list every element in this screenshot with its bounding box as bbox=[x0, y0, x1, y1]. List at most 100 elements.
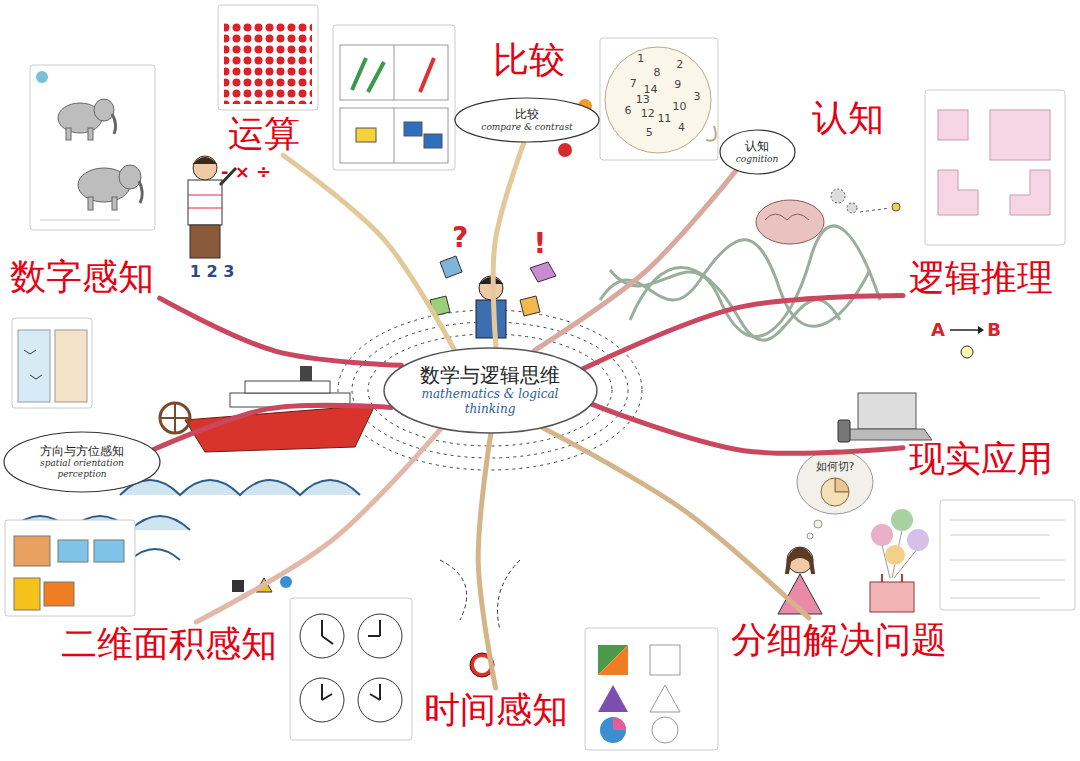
worksheet-card-part bbox=[112, 114, 116, 134]
worksheet-card-part bbox=[14, 578, 40, 610]
branch-connector bbox=[196, 429, 441, 622]
worksheet-card-part bbox=[394, 45, 395, 100]
girl-drawing-part bbox=[821, 478, 849, 506]
worksheet-card-part bbox=[650, 685, 680, 712]
branch-connector bbox=[534, 171, 735, 350]
worksheet-card-part bbox=[322, 620, 380, 700]
snail-number: 14 bbox=[644, 84, 658, 96]
worksheet-card-part bbox=[333, 25, 455, 170]
worksheet-card-part bbox=[218, 5, 318, 110]
brain-drawing bbox=[756, 189, 900, 244]
worksheet-card-part bbox=[88, 128, 93, 140]
brain-drawing-part bbox=[831, 189, 845, 203]
worksheet-card bbox=[5, 520, 135, 616]
worksheet-card-part bbox=[1010, 170, 1050, 215]
branch-connector bbox=[154, 405, 391, 449]
worksheet-card-part bbox=[404, 122, 422, 136]
worksheet-card-part bbox=[925, 90, 1065, 245]
laptop-drawing-part bbox=[838, 420, 850, 442]
girl-drawing-part bbox=[785, 547, 815, 574]
worksheet-card-part bbox=[224, 22, 312, 104]
balloons-cake-part bbox=[870, 582, 914, 612]
balloons-cake-part bbox=[891, 509, 913, 531]
apple-fruit bbox=[558, 143, 572, 157]
balloons-cake-part bbox=[885, 545, 905, 565]
branch-label: 数字感知 bbox=[4, 255, 160, 298]
node-title: 分细解决问题 bbox=[731, 618, 947, 661]
worksheet-card-part bbox=[139, 181, 142, 203]
node-title: 数字感知 bbox=[10, 255, 154, 298]
worksheet-card-part bbox=[94, 99, 114, 121]
branch-bubble: 方向与方位感知spatial orientation perception bbox=[3, 431, 161, 493]
girl-drawing-part bbox=[814, 520, 822, 528]
worksheet-card-part-part bbox=[322, 636, 333, 644]
worksheet-card-part bbox=[585, 628, 718, 750]
worksheet-card-part bbox=[938, 110, 968, 140]
ship-drawing-part bbox=[160, 403, 190, 433]
branch-label: 运算 bbox=[222, 112, 306, 155]
girl-drawing-part bbox=[835, 478, 849, 492]
worksheet-card-part bbox=[613, 717, 626, 730]
laptop-drawing bbox=[838, 393, 932, 442]
a-to-b-arrow-part bbox=[950, 329, 978, 331]
branch-connector bbox=[283, 155, 454, 349]
worksheet-card-part-part bbox=[300, 678, 344, 722]
worksheet-card-part bbox=[352, 58, 366, 90]
worksheet-card-part bbox=[12, 318, 92, 408]
branch-label: 时间感知 bbox=[418, 688, 574, 731]
worksheet-card-part-part bbox=[358, 614, 402, 658]
worksheet-card-part-part bbox=[950, 535, 1050, 536]
ellipse-outline bbox=[384, 348, 597, 433]
node-title: 逻辑推理 bbox=[909, 256, 1053, 299]
boy-figure-part bbox=[190, 225, 220, 258]
worksheet-card-part bbox=[30, 65, 155, 230]
boy-figure-part bbox=[193, 156, 217, 180]
snail-number: 13 bbox=[636, 94, 650, 106]
girl-drawing bbox=[778, 450, 873, 614]
ellipse-outline bbox=[455, 98, 599, 142]
worksheet-card bbox=[30, 65, 155, 230]
worksheet-card-part bbox=[66, 128, 71, 140]
exclamation-mark: ! bbox=[534, 229, 547, 260]
worksheet-card bbox=[925, 90, 1065, 245]
worksheet-card-part bbox=[598, 645, 628, 675]
branch-bubble: 认知cognition bbox=[719, 129, 796, 175]
brain-drawing-part bbox=[860, 208, 890, 212]
worksheet-card-part bbox=[94, 540, 124, 562]
snail-number: 11 bbox=[657, 113, 671, 125]
boy-figure-part bbox=[193, 157, 217, 164]
worksheet-card-part bbox=[368, 62, 384, 92]
worksheet-card-part bbox=[650, 645, 680, 675]
girl-drawing-part bbox=[807, 533, 813, 539]
question-mark: ? bbox=[452, 223, 468, 254]
branch-label: 逻辑推理 bbox=[903, 256, 1059, 299]
worksheet-card-part bbox=[36, 71, 48, 83]
center-boy-part bbox=[520, 296, 540, 316]
worksheet-card bbox=[12, 318, 92, 408]
worksheet-card-part bbox=[356, 128, 376, 142]
snail-number: 3 bbox=[694, 91, 701, 103]
balloons-cake-part bbox=[901, 574, 903, 582]
worksheet-card-part bbox=[40, 220, 120, 221]
branch-connector bbox=[493, 143, 524, 347]
ship-drawing-part bbox=[245, 381, 330, 393]
center-boy-part bbox=[440, 256, 462, 278]
center-rings-part bbox=[368, 334, 612, 446]
snail-number: 10 bbox=[672, 100, 686, 112]
branch-bubble: 比较compare & contrast bbox=[454, 97, 600, 143]
brain-drawing-part bbox=[765, 214, 809, 220]
a-to-b-arrow-part bbox=[978, 326, 984, 334]
branch-label: 比较 bbox=[487, 38, 571, 81]
worksheet-card-part bbox=[119, 165, 141, 189]
ship-drawing-part bbox=[174, 403, 176, 433]
worksheet-card bbox=[585, 628, 718, 750]
worksheet-card-part bbox=[424, 134, 442, 148]
worksheet-card-part bbox=[58, 540, 88, 562]
ship-drawing-part bbox=[120, 480, 360, 495]
tangled-lines-part bbox=[630, 268, 840, 341]
worksheet-card-part-part bbox=[322, 694, 332, 700]
worksheet-card-part-part bbox=[300, 614, 344, 658]
boy-figure-part bbox=[188, 180, 222, 225]
